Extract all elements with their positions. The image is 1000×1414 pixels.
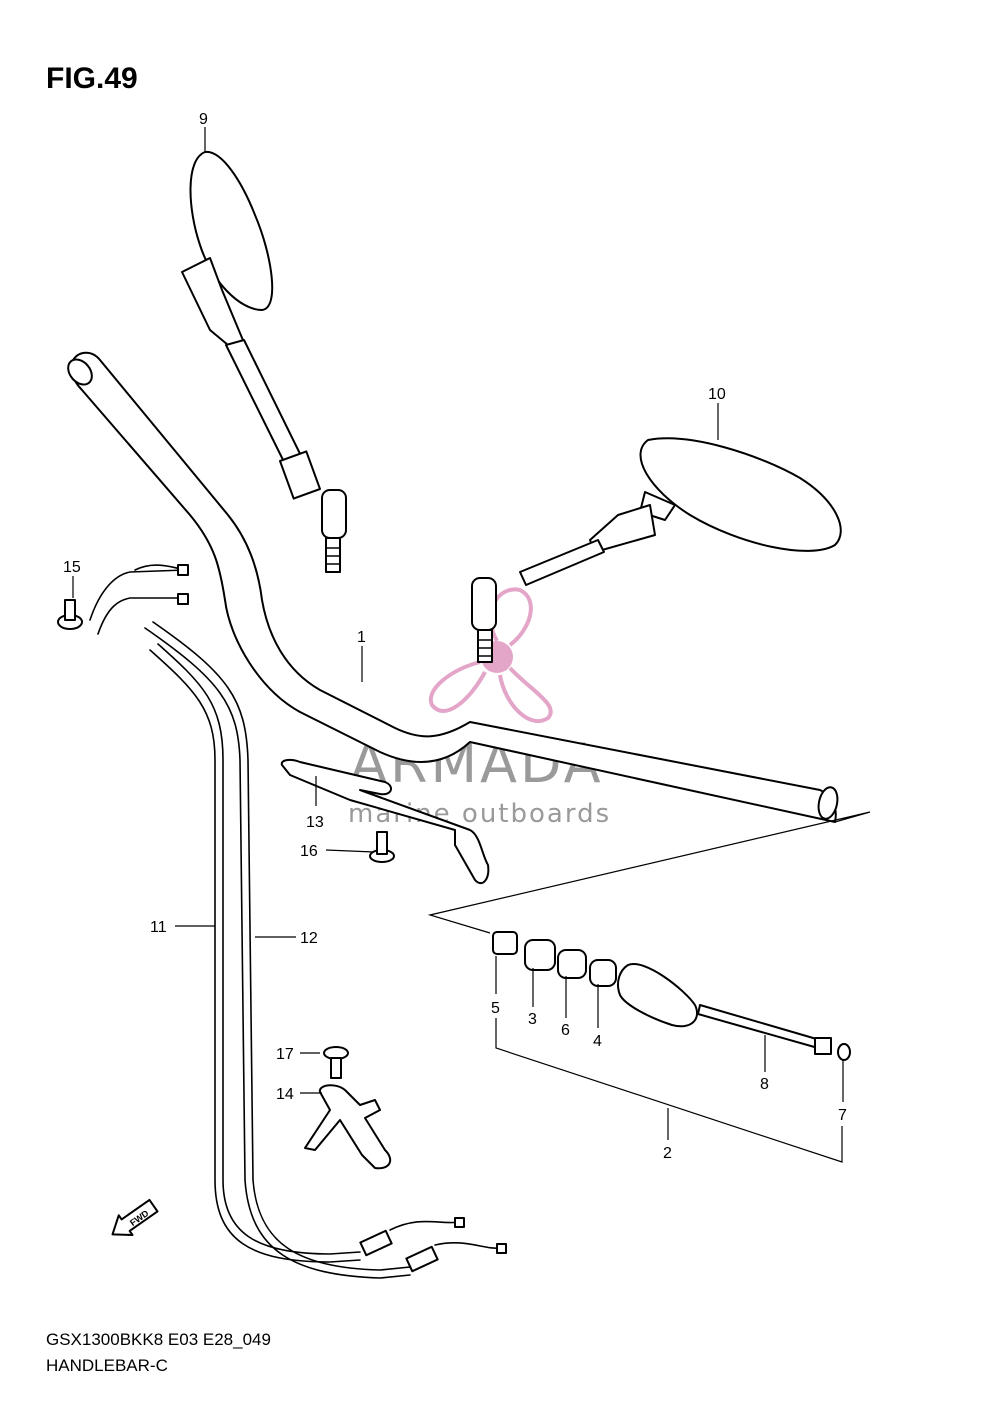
callout-5: 5 (491, 1000, 500, 1017)
callout-11: 11 (150, 919, 167, 936)
left-mirror (181, 150, 347, 573)
screw-16 (369, 831, 395, 863)
callout-16: 16 (300, 843, 318, 860)
figure-title: FIG.49 (46, 62, 138, 95)
fwd-arrow-icon: FWD (111, 1198, 159, 1236)
callout-2: 2 (663, 1145, 672, 1162)
callout-13: 13 (306, 814, 324, 831)
callout-9: 9 (199, 111, 208, 128)
section-name: HANDLEBAR-C (46, 1356, 168, 1375)
handlebar (67, 351, 839, 823)
callout-8: 8 (760, 1076, 769, 1093)
callout-1: 1 (357, 629, 366, 646)
model-code: GSX1300BKK8 E03 E28_049 (46, 1330, 271, 1349)
screw-17 (323, 1046, 349, 1079)
screw-15 (57, 599, 83, 630)
callout-17: 17 (276, 1046, 294, 1063)
right-mirror (471, 437, 842, 663)
cable-bracket (304, 1084, 392, 1170)
callout-6: 6 (561, 1022, 570, 1039)
callout-7: 7 (838, 1107, 847, 1124)
callout-14: 14 (276, 1086, 294, 1103)
callout-10: 10 (708, 386, 726, 403)
callout-4: 4 (593, 1033, 602, 1050)
cable-guide (280, 758, 490, 885)
callout-12: 12 (300, 930, 318, 947)
throttle-cables (89, 564, 507, 1279)
callout-3: 3 (528, 1011, 537, 1028)
handlebar-balancer-assembly (492, 931, 851, 1061)
leader-lines (72, 127, 844, 1140)
callout-15: 15 (63, 559, 81, 576)
